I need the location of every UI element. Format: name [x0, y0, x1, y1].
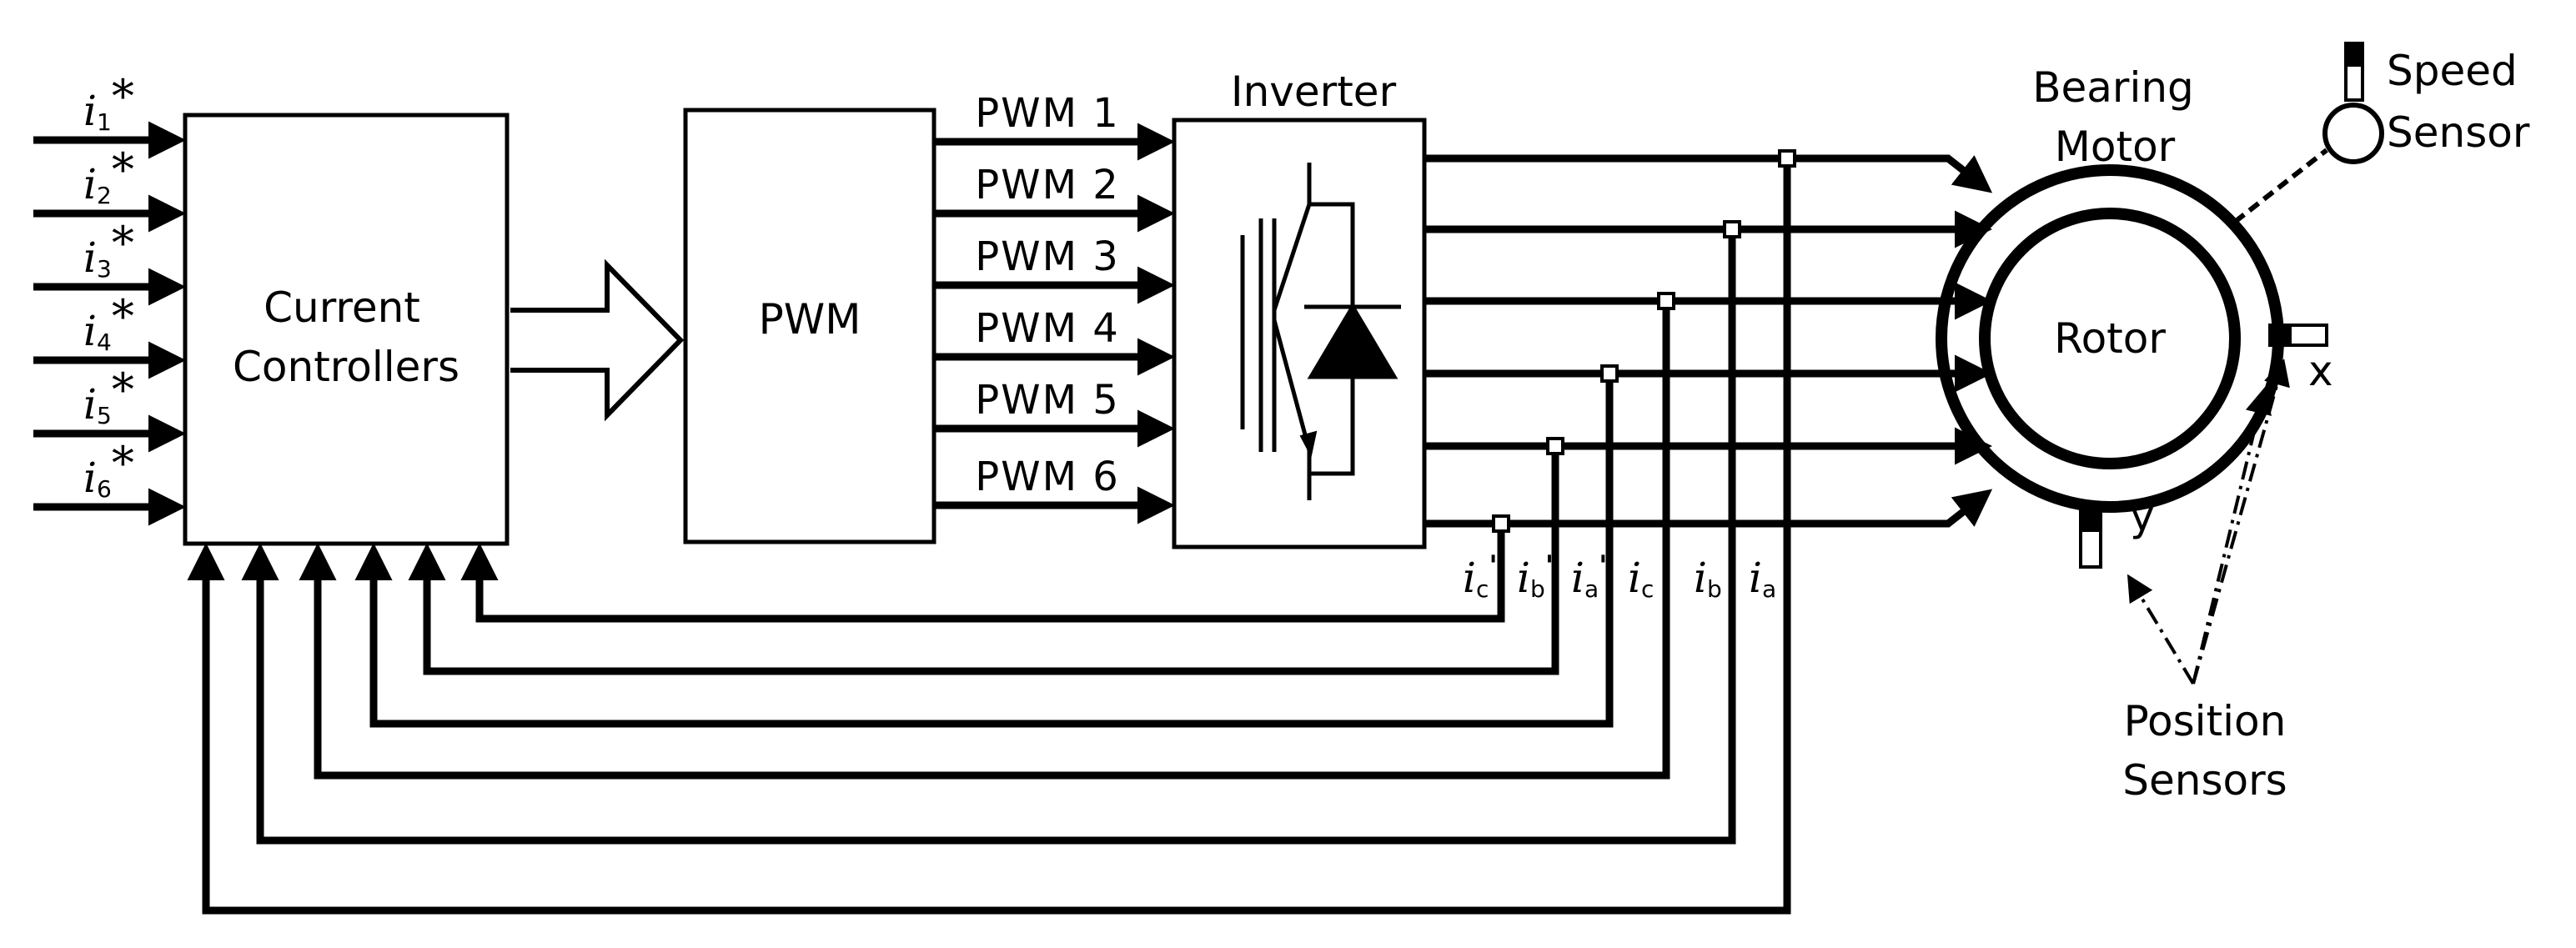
feedback-current-label: ia	[1749, 554, 1776, 603]
feedback-current-line	[187, 158, 1791, 915]
reference-input-label: i5*	[83, 364, 134, 429]
position-sensors-label-line1: Position	[2124, 697, 2287, 745]
current-tap-point	[1492, 514, 1510, 533]
speed-sensor	[2233, 42, 2384, 224]
reference-inputs: i1* i2* i3* i4* i5* i6*	[33, 70, 186, 526]
pwm-signal-label: PWM 1	[975, 90, 1120, 137]
current-controllers-block	[183, 113, 510, 546]
reference-input-label: i3*	[83, 217, 134, 283]
inverter-block	[1172, 118, 1427, 549]
motor-label-line2: Motor	[2055, 123, 2176, 171]
phase-output-lines	[1424, 154, 1993, 528]
pwm-signal-label: PWM 5	[975, 377, 1120, 424]
pwm-signal-label: PWM 3	[975, 233, 1120, 280]
phase-output-line	[1424, 154, 1993, 193]
pwm-block	[683, 108, 936, 544]
reference-input-label: i6*	[83, 437, 134, 503]
pwm-signal-lines: PWM 1 PWM 2 PWM 3 PWM 4 PWM 5 PWM 6	[934, 90, 1175, 524]
feedback-current-line	[354, 374, 1614, 728]
pwm-signal-label: PWM 4	[975, 305, 1120, 352]
current-tap-point	[1546, 437, 1564, 455]
rotor	[1979, 208, 2241, 469]
pwm-signal-label: PWM 2	[975, 162, 1120, 208]
feedback-current-label: ib	[1694, 554, 1722, 603]
feedback-current-line	[408, 446, 1559, 675]
position-sensors-label-line2: Sensors	[2122, 756, 2287, 805]
reference-input-label: i4*	[83, 290, 134, 356]
pwm-block-label: PWM	[759, 295, 861, 344]
position-sensor-y-label: y	[2130, 492, 2155, 540]
phase-output-line	[1424, 489, 1993, 528]
feedback-current-line	[460, 524, 1505, 623]
current-tap-point	[1723, 220, 1741, 238]
feedback-current-line	[241, 229, 1736, 845]
pwm-signal-label: PWM 6	[975, 454, 1120, 500]
motor-label-line1: Bearing	[2032, 63, 2194, 112]
feedback-current-label: ic'	[1463, 549, 1498, 603]
feedback-current-label: ic	[1628, 554, 1654, 603]
position-sensor-pointers	[2127, 359, 2290, 685]
feedback-current-label: ib'	[1517, 549, 1554, 603]
position-sensor-x	[2268, 324, 2328, 347]
rotor-label: Rotor	[2054, 314, 2166, 363]
position-sensor-x-label: x	[2308, 347, 2333, 395]
inverter-label: Inverter	[1231, 68, 1397, 116]
reference-input-label: i2*	[83, 143, 134, 209]
controllers-label-line2: Controllers	[233, 343, 459, 391]
reference-input-label: i1*	[83, 70, 134, 136]
speed-sensor-label-line2: Sensor	[2387, 108, 2530, 157]
feedback-current-label: ia'	[1571, 549, 1608, 603]
current-tap-point	[1657, 292, 1675, 310]
block-arrow	[510, 258, 685, 422]
position-sensor-y	[2079, 509, 2102, 569]
controllers-label-line1: Current	[264, 283, 420, 332]
speed-sensor-label-line1: Speed	[2387, 47, 2518, 95]
feedback-current-line	[299, 301, 1670, 780]
current-tap-point	[1778, 149, 1796, 168]
current-tap-point	[1600, 364, 1619, 383]
igbt-diode-symbol	[1240, 163, 1401, 500]
